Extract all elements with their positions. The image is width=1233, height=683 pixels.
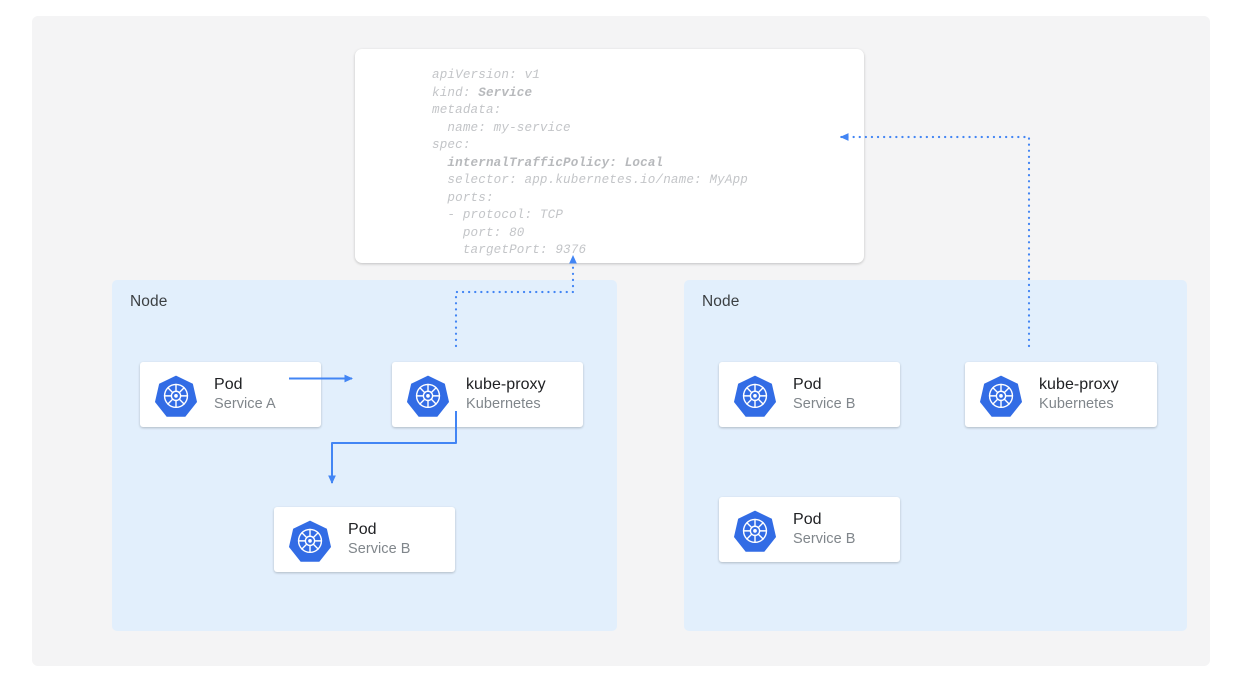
card-title: kube-proxy (466, 375, 546, 393)
yaml-line-metadata: metadata: (432, 103, 502, 118)
card-text: Pod Service B (793, 511, 856, 549)
card-subtitle: Service B (793, 395, 856, 412)
card-subtitle: Service B (793, 530, 856, 547)
node-label-right: Node (702, 293, 740, 310)
yaml-line-spec: spec: (432, 138, 471, 153)
yaml-line-internaltrafficpolicy: internalTrafficPolicy: Local (447, 155, 664, 170)
yaml-line-protocol: - protocol: TCP (432, 208, 564, 223)
kubernetes-logo-icon (733, 373, 777, 417)
card-title: kube-proxy (1039, 375, 1119, 393)
card-title: Pod (793, 375, 822, 393)
yaml-line-name: name: my-service (432, 120, 571, 135)
yaml-line-kind: kind: Service (432, 85, 533, 100)
card-subtitle: Service A (214, 395, 276, 412)
card-kube-proxy-right[interactable]: kube-proxy Kubernetes (965, 362, 1157, 427)
card-subtitle: Kubernetes (1039, 395, 1114, 412)
kubernetes-logo-icon (979, 373, 1023, 417)
card-pod-service-b-right-bottom[interactable]: Pod Service B (719, 497, 900, 562)
yaml-line-apiversion: apiVersion: v1 (432, 68, 540, 82)
yaml-line-selector: selector: app.kubernetes.io/name: MyApp (432, 173, 749, 188)
yaml-line-targetport: targetPort: 9376 (432, 243, 587, 258)
kubernetes-logo-icon (406, 373, 450, 417)
kubernetes-logo-icon (288, 518, 332, 562)
kubernetes-logo-icon (154, 373, 198, 417)
card-subtitle: Service B (348, 540, 411, 557)
card-text: kube-proxy Kubernetes (1039, 376, 1119, 414)
card-subtitle: Kubernetes (466, 395, 541, 412)
node-panel-right: Node (684, 280, 1187, 631)
node-panel-left: Node (112, 280, 617, 631)
diagram-canvas: apiVersion: v1 kind: Service metadata: n… (32, 16, 1210, 666)
card-text: kube-proxy Kubernetes (466, 376, 546, 414)
card-title: Pod (214, 375, 243, 393)
yaml-line-port: port: 80 (432, 225, 525, 240)
card-text: Pod Service A (214, 376, 276, 414)
card-text: Pod Service B (793, 376, 856, 414)
card-pod-service-a[interactable]: Pod Service A (140, 362, 321, 427)
card-pod-service-b-left[interactable]: Pod Service B (274, 507, 455, 572)
yaml-line-ports: ports: (432, 190, 494, 205)
card-title: Pod (793, 510, 822, 528)
kubernetes-logo-icon (733, 508, 777, 552)
card-pod-service-b-right-top[interactable]: Pod Service B (719, 362, 900, 427)
node-label-left: Node (130, 293, 168, 310)
card-kube-proxy-left[interactable]: kube-proxy Kubernetes (392, 362, 583, 427)
card-text: Pod Service B (348, 521, 411, 559)
service-manifest-card: apiVersion: v1 kind: Service metadata: n… (355, 49, 864, 263)
service-manifest-code: apiVersion: v1 kind: Service metadata: n… (432, 67, 748, 260)
card-title: Pod (348, 520, 377, 538)
